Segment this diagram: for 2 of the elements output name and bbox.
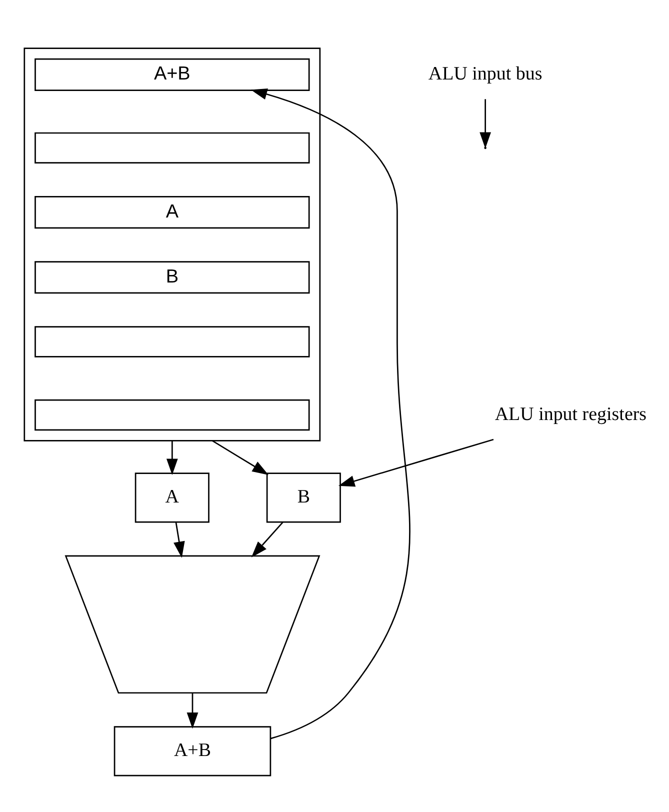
node-text: ALU input bus xyxy=(428,63,542,84)
node-text: ALU input registers xyxy=(494,403,647,424)
